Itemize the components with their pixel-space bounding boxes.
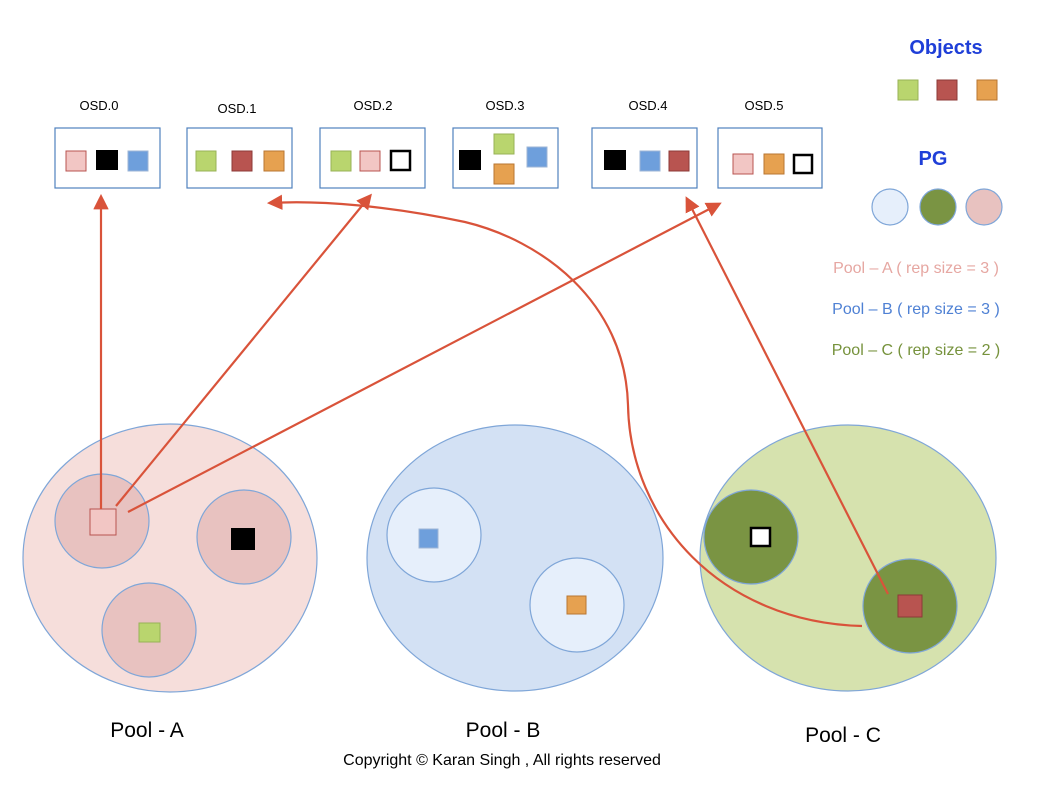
- pool-c: Pool - C: [699, 424, 997, 747]
- osd-4-object-black: [604, 150, 626, 170]
- pool-a-object-pink: [89, 508, 117, 536]
- osd-2: OSD.2: [319, 98, 426, 189]
- legend-pg-blue: [871, 188, 909, 226]
- pool-a-object-black: [231, 528, 255, 550]
- osd-2-object-pink: [359, 150, 381, 172]
- osd-3-object-orange: [493, 163, 515, 185]
- pool-b-label: Pool - B: [466, 719, 541, 742]
- pool-c-label: Pool - C: [805, 724, 881, 747]
- osd-0-label: OSD.0: [79, 98, 118, 113]
- osd-4-object-red: [668, 150, 690, 172]
- osd-3-label: OSD.3: [485, 98, 524, 113]
- osd-row: OSD.0 OSD.1 OSD.2 OSD.3: [54, 98, 823, 189]
- osd-2-label: OSD.2: [353, 98, 392, 113]
- osd-1-object-orange: [263, 150, 285, 172]
- arrow-pool-a-to-osd-5: [127, 202, 722, 513]
- osd-5-object-white: [792, 153, 814, 175]
- legend-object-red: [936, 79, 958, 101]
- osd-3-object-black: [459, 150, 481, 170]
- osd-0-object-black: [96, 150, 118, 170]
- copyright: Copyright © Karan Singh , All rights res…: [343, 752, 661, 769]
- pool-c-object-white: [749, 526, 772, 548]
- osd-5-object-pink: [732, 153, 754, 175]
- pool-b-object-blue: [418, 528, 439, 549]
- pool-b: Pool - B: [366, 424, 664, 742]
- osd-0-object-blue: [127, 150, 149, 172]
- pool-a: Pool - A: [22, 423, 318, 742]
- osd-1: OSD.1: [186, 101, 293, 189]
- osd-0: OSD.0: [54, 98, 161, 189]
- legend-pool-c: Pool – C ( rep size = 2 ): [832, 342, 1001, 359]
- legend-pool-a: Pool – A ( rep size = 3 ): [833, 260, 999, 277]
- osd-4-object-blue: [639, 150, 661, 172]
- legend-object-orange: [976, 79, 998, 101]
- osd-1-object-green: [195, 150, 217, 172]
- osd-1-object-red: [231, 150, 253, 172]
- mapping-arrows: [93, 193, 889, 628]
- osd-5: OSD.5: [717, 98, 823, 189]
- osd-5-label: OSD.5: [744, 98, 783, 113]
- legend-pg-title: PG: [919, 148, 948, 170]
- legend-objects-title: Objects: [909, 37, 982, 59]
- osd-5-object-orange: [763, 153, 785, 175]
- osd-2-object-green: [330, 150, 352, 172]
- pool-c-object-red: [897, 594, 923, 618]
- legend-object-green: [897, 79, 919, 101]
- osd-4-label: OSD.4: [628, 98, 667, 113]
- legend-pg-pink: [965, 188, 1003, 226]
- osd-4: OSD.4: [591, 98, 698, 189]
- arrow-pool-c-to-osd-1: [266, 194, 863, 628]
- osd-0-object-pink: [65, 150, 87, 172]
- pool-a-label: Pool - A: [110, 719, 184, 742]
- osd-3-object-green: [493, 133, 515, 155]
- legend: Objects PG Pool – A ( rep size = 3 ) Poo…: [832, 37, 1003, 359]
- arrow-pool-c-to-osd-4: [685, 196, 889, 595]
- osd-3: OSD.3: [452, 98, 559, 189]
- legend-pg-green: [919, 188, 957, 226]
- osd-3-object-blue: [526, 146, 548, 168]
- pool-b-object-orange: [566, 595, 587, 615]
- pool-a-object-green: [138, 622, 161, 643]
- osd-2-object-white: [389, 149, 412, 172]
- osd-1-label: OSD.1: [217, 101, 256, 116]
- arrow-pool-a-to-osd-2: [115, 193, 372, 507]
- legend-pool-b: Pool – B ( rep size = 3 ): [832, 301, 1000, 318]
